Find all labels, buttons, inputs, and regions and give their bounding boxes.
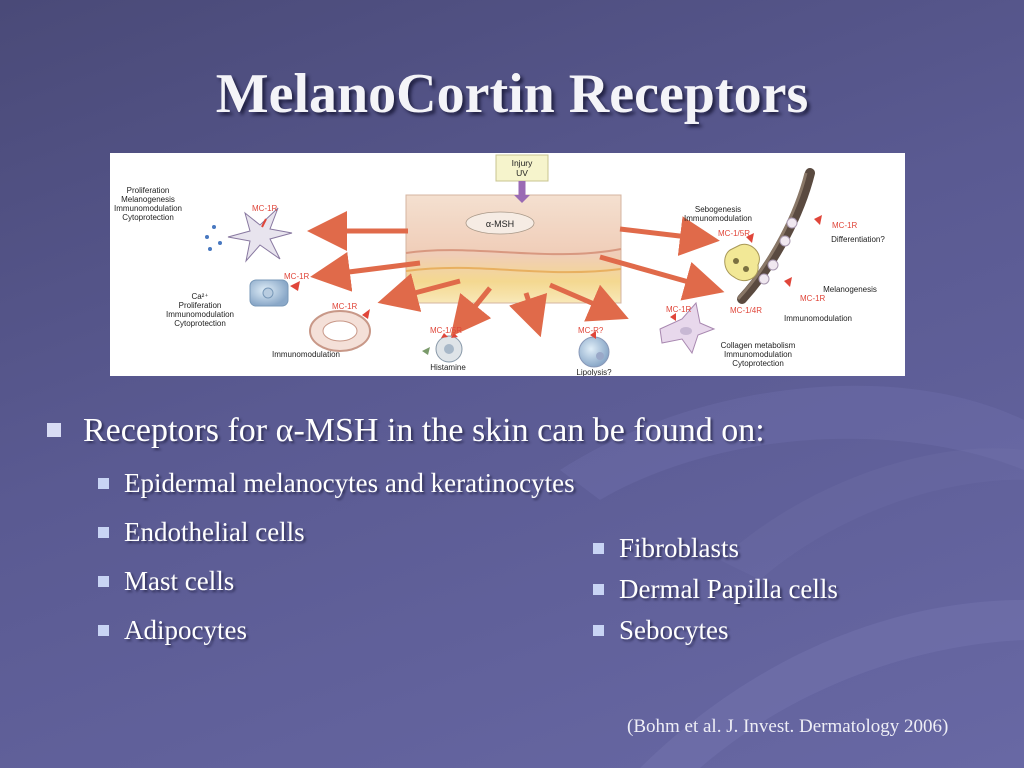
bullet-square-icon xyxy=(593,625,604,637)
sebocyte-effect-2: Immunomodulation xyxy=(684,214,752,223)
fibroblast-icon xyxy=(659,301,716,355)
signal-arrows xyxy=(307,211,725,338)
fibroblast-effect-2: Immunomodulation xyxy=(724,350,792,359)
melanocyte-effect-4: Cytoprotection xyxy=(122,213,174,222)
melanocyte-effect-2: Melanogenesis xyxy=(121,195,175,204)
melanocyte-icon xyxy=(205,207,293,263)
hair-bottom-receptor-b: MC-1/4R xyxy=(730,306,762,315)
stimulus-uv: UV xyxy=(516,168,528,178)
main-bullet: Receptors for α-MSH in the skin can be f… xyxy=(47,412,765,450)
melanocyte-effect-3: Immunomodulation xyxy=(114,204,182,213)
endothelial-receptor: MC-1R xyxy=(332,302,358,311)
sub-bullet-text: Endothelial cells xyxy=(124,517,305,547)
bullet-square-icon xyxy=(98,527,109,539)
bullet-square-icon xyxy=(593,584,604,596)
injury-uv-box xyxy=(495,154,549,203)
mast-cell-icon xyxy=(422,333,463,363)
hair-top-receptor: MC-1R xyxy=(832,221,858,230)
sub-bullet-right-1: Fibroblasts xyxy=(593,533,739,564)
sub-bullet-right-2: Dermal Papilla cells xyxy=(593,574,838,605)
sebocyte-receptor: MC-1/5R xyxy=(718,229,750,238)
sebaceous-gland-icon xyxy=(724,233,760,281)
bullet-square-icon xyxy=(47,423,61,438)
sub-bullet-left-4: Adipocytes xyxy=(98,615,247,646)
hair-follicle-icon xyxy=(736,168,822,304)
sub-bullet-left-3: Mast cells xyxy=(98,566,234,597)
sebocyte-effect-1: Sebogenesis xyxy=(695,205,741,214)
bullet-square-icon xyxy=(98,625,109,637)
fibroblast-effect-3: Cytoprotection xyxy=(732,359,784,368)
melanocyte-effect-1: Proliferation xyxy=(127,186,170,195)
main-bullet-suffix: -MSH in the skin can be found on: xyxy=(293,412,765,449)
keratinocyte-receptor: MC-1R xyxy=(284,272,310,281)
melanocortin-diagram: α-MSH Injury UV MC-1R Proliferation xyxy=(110,153,905,376)
sub-bullet-text: Epidermal melanocytes and keratinocytes xyxy=(124,468,575,498)
bullet-square-icon xyxy=(593,543,604,555)
sub-bullet-left-1: Epidermal melanocytes and keratinocytes xyxy=(98,468,575,499)
keratinocyte-effect-1: Proliferation xyxy=(179,301,222,310)
bullet-square-icon xyxy=(98,576,109,588)
hair-bottom-effect-1: Melanogenesis xyxy=(823,285,877,294)
hair-bottom-effect-2: Immunomodulation xyxy=(784,314,852,323)
fibroblast-effect-1: Collagen metabolism xyxy=(721,341,796,350)
adipocyte-icon xyxy=(578,331,610,368)
keratinocyte-ion: Ca²⁺ xyxy=(191,292,208,301)
adipocyte-receptor: MC-R? xyxy=(578,326,604,335)
main-bullet-prefix: Receptors for xyxy=(83,412,276,449)
keratinocyte-icon xyxy=(249,279,300,307)
bullet-square-icon xyxy=(98,478,109,490)
citation: (Bohm et al. J. Invest. Dermatology 2006… xyxy=(627,716,949,737)
slide-title: MelanoCortin Receptors xyxy=(215,63,809,125)
hair-top-effect: Differentiation? xyxy=(831,235,885,244)
mast-cell-receptor: MC-1/5R xyxy=(430,326,462,335)
hair-bottom-receptor-a: MC-1R xyxy=(800,294,826,303)
endothelial-icon xyxy=(309,309,371,352)
melanocyte-receptor: MC-1R xyxy=(252,204,278,213)
skin-layer xyxy=(405,194,622,304)
sub-bullet-left-2: Endothelial cells xyxy=(98,517,305,548)
fibroblast-receptor: MC-1R xyxy=(666,305,692,314)
keratinocyte-effect-3: Cytoprotection xyxy=(174,319,226,328)
sub-bullet-right-3: Sebocytes xyxy=(593,615,728,646)
adipocyte-effect: Lipolysis? xyxy=(576,368,612,376)
sub-bullet-text: Fibroblasts xyxy=(619,533,740,563)
mast-cell-effect: Histamine xyxy=(430,363,466,372)
keratinocyte-effect-2: Immunomodulation xyxy=(166,310,234,319)
sub-bullet-text: Dermal Papilla cells xyxy=(619,574,838,604)
sub-bullet-text: Adipocytes xyxy=(124,615,247,645)
endothelial-effect: Immunomodulation xyxy=(272,350,340,359)
alpha-symbol: α xyxy=(275,412,294,449)
sub-bullet-text: Sebocytes xyxy=(619,615,729,645)
sub-bullet-text: Mast cells xyxy=(124,566,235,596)
stimulus-injury: Injury xyxy=(512,158,534,168)
alpha-msh-label: α-MSH xyxy=(486,219,514,229)
